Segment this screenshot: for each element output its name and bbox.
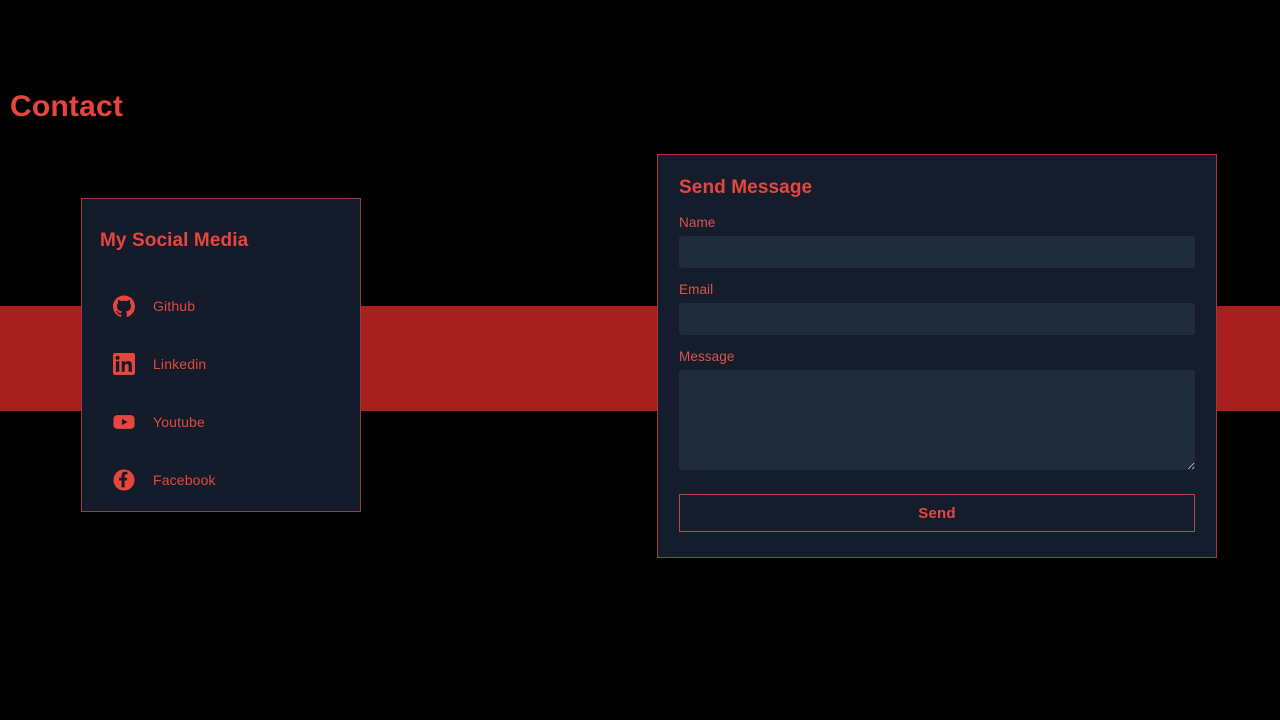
social-media-card: My Social Media Github Linkedin	[81, 198, 361, 512]
social-link-label: Linkedin	[153, 356, 207, 372]
social-link-facebook[interactable]: Facebook	[82, 451, 360, 509]
message-field-label: Message	[679, 349, 735, 364]
social-link-youtube[interactable]: Youtube	[82, 393, 360, 451]
social-link-label: Facebook	[153, 472, 216, 488]
social-link-linkedin[interactable]: Linkedin	[82, 335, 360, 393]
email-input[interactable]	[679, 303, 1195, 335]
github-icon	[113, 295, 135, 317]
youtube-icon	[113, 411, 135, 433]
name-field-label: Name	[679, 215, 716, 230]
send-message-panel: Send Message Name Email Message Send	[657, 154, 1217, 558]
send-message-heading: Send Message	[679, 177, 813, 198]
facebook-icon	[113, 469, 135, 491]
name-input[interactable]	[679, 236, 1195, 268]
social-link-label: Youtube	[153, 414, 205, 430]
social-link-github[interactable]: Github	[82, 277, 360, 335]
social-media-heading: My Social Media	[100, 230, 249, 251]
send-button[interactable]: Send	[679, 494, 1195, 532]
social-link-label: Github	[153, 298, 196, 314]
page-title: Contact	[10, 90, 124, 123]
linkedin-icon	[113, 353, 135, 375]
email-field-label: Email	[679, 282, 714, 297]
message-textarea[interactable]	[679, 370, 1195, 470]
social-media-list: Github Linkedin Youtube	[82, 277, 360, 509]
